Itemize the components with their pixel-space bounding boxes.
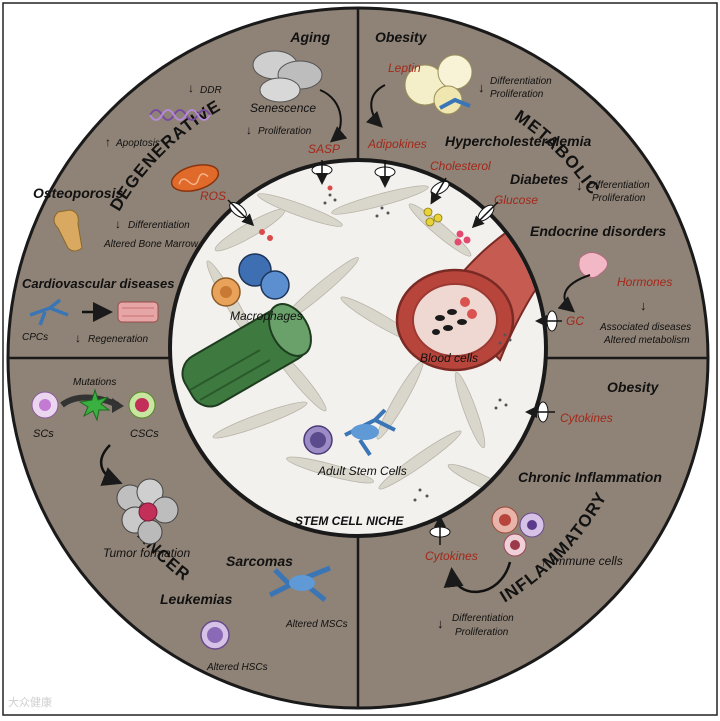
- csc-cell-icon: [128, 391, 156, 419]
- adipocyte-icon: [404, 54, 473, 115]
- arrow-down-diff-inflammatory: ↓: [437, 616, 444, 631]
- arrow-down-proliferation: ↓: [246, 123, 252, 137]
- arrow-immune-cytokines: [443, 561, 512, 594]
- hsc-cell-icon: [200, 620, 230, 650]
- particle-clusters: [323, 193, 512, 502]
- label-blood-cells: Blood cells: [420, 351, 478, 365]
- label-ddr: DDR: [200, 85, 222, 96]
- receptor-cytokines-bottom-icon: [429, 515, 451, 545]
- arrow-down-associated: ↓: [640, 298, 647, 313]
- arrow-hormones-gc: [557, 274, 591, 313]
- receptor-ros-icon: [227, 199, 255, 227]
- label-hormones: Hormones: [617, 275, 672, 289]
- label-immune-cells: Immune cells: [552, 554, 623, 568]
- label-endocrine: Endocrine disorders: [530, 223, 666, 239]
- blood-vessel: [395, 198, 544, 372]
- sc-cell-icon: [31, 391, 59, 419]
- label-hypercholesterolemia: Hypercholesterolemia: [445, 133, 591, 149]
- label-tumor-formation: Tumor formation: [103, 546, 190, 560]
- receptor-cytokines-top-icon: [525, 401, 555, 423]
- label-proliferation-metabolic: Proliferation: [490, 89, 544, 100]
- receptor-cholesterol-icon: [430, 177, 450, 205]
- label-sasp: SASP: [308, 142, 340, 156]
- label-stem-cell-niche: STEM CELL NICHE: [295, 514, 404, 528]
- label-cpcs: CPCs: [22, 332, 48, 343]
- senescent-cells-icon: [252, 50, 323, 103]
- label-cytokines-top: Cytokines: [560, 411, 613, 425]
- receptor-adipokines-icon: [374, 160, 396, 188]
- arrow-csc-tumor: [99, 444, 123, 486]
- arrow-leptin-adipokines: [365, 84, 386, 128]
- label-prolif2: Proliferation: [592, 193, 646, 204]
- label-diff2: Differentiation: [588, 180, 650, 191]
- dna-helix-icon: [149, 109, 211, 121]
- arrow-down-diff-metabolic: ↓: [478, 80, 485, 95]
- cpc-cell-icon: [29, 298, 69, 326]
- receptor-gc-icon: [535, 310, 562, 332]
- arrow-down-regeneration: ↓: [75, 331, 81, 345]
- msc-cell-icon: [268, 565, 331, 602]
- label-sarcomas: Sarcomas: [226, 553, 293, 569]
- arrow-up-immune: ↑: [540, 553, 547, 569]
- label-gc: GC: [566, 314, 584, 328]
- label-mutations: Mutations: [73, 377, 116, 388]
- label-differentiation: Differentiation: [128, 220, 190, 231]
- gland-icon: [578, 252, 608, 279]
- label-leukemias: Leukemias: [160, 591, 233, 607]
- label-proliferation-inflammatory: Proliferation: [455, 627, 509, 638]
- bone-structure: [181, 303, 312, 408]
- label-glucose: Glucose: [494, 193, 538, 207]
- label-obesity-inflammatory: Obesity: [607, 379, 660, 395]
- receptor-sasp-icon: [311, 160, 333, 185]
- receptor-glucose-icon: [471, 201, 499, 229]
- label-ros: ROS: [200, 189, 226, 203]
- arrow-down-differentiation: ↓: [115, 217, 121, 231]
- adult-stem-cell: [303, 408, 396, 457]
- immune-cells-icon: [491, 506, 545, 557]
- tumor-icon: [116, 478, 179, 545]
- label-proliferation: Proliferation: [258, 126, 312, 137]
- label-adipokines: Adipokines: [367, 137, 427, 151]
- macrophage-cells: [211, 253, 290, 307]
- label-senescence: Senescence: [250, 101, 316, 115]
- label-altered-metabolism: Altered metabolism: [603, 335, 690, 346]
- label-osteoporosis: Osteoporosis: [33, 185, 123, 201]
- arrow-down-ddr: ↓: [188, 81, 194, 95]
- label-adult-stem-cells: Adult Stem Cells: [317, 464, 407, 478]
- mutation-burst-icon: [78, 388, 111, 422]
- mitochondria-icon: [170, 164, 220, 192]
- label-aging: Aging: [289, 29, 330, 45]
- label-apoptosis: Apoptosis: [115, 138, 160, 149]
- bone-icon: [53, 209, 83, 252]
- label-obesity-metabolic: Obesity: [375, 29, 428, 45]
- label-macrophages: Macrophages: [230, 309, 303, 323]
- label-diabetes: Diabetes: [510, 171, 569, 187]
- label-leptin: Leptin: [388, 61, 421, 75]
- arrow-up-apoptosis: ↑: [105, 135, 111, 149]
- label-differentiation-metabolic: Differentiation: [490, 76, 552, 87]
- label-differentiation-inflammatory: Differentiation: [452, 613, 514, 624]
- label-regeneration: Regeneration: [88, 334, 148, 345]
- label-altered-bone-marrow: Altered Bone Marrow: [103, 239, 199, 250]
- label-scs: SCs: [33, 428, 54, 440]
- watermark: 大众健康: [8, 696, 52, 709]
- label-associated-diseases: Associated diseases: [599, 322, 691, 333]
- label-cardiovascular: Cardiovascular diseases: [22, 276, 174, 291]
- label-altered-hscs: Altered HSCs: [206, 662, 268, 673]
- label-chronic-inflammation: Chronic Inflammation: [518, 469, 662, 485]
- heart-muscle-icon: [117, 301, 159, 323]
- label-cholesterol: Cholesterol: [430, 159, 491, 173]
- arrow-senescence-sasp: [319, 89, 348, 143]
- niche-fibers: [181, 185, 544, 502]
- label-altered-mscs: Altered MSCs: [285, 619, 348, 630]
- label-cscs: CSCs: [130, 428, 159, 440]
- label-cytokines-bottom: Cytokines: [425, 549, 478, 563]
- arrow-down-diff-diabetes: ↓: [576, 178, 583, 193]
